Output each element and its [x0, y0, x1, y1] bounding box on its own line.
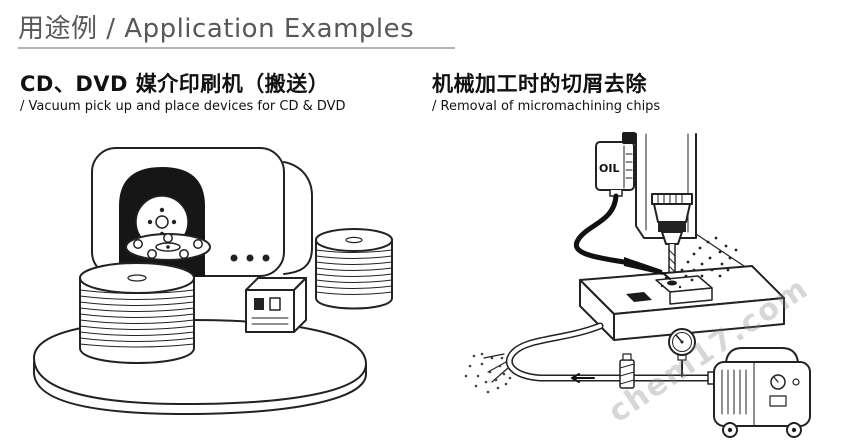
- cd-stack-left: [79, 262, 195, 364]
- section-subtitle-chip-removal: / Removal of micromachining chips: [432, 99, 661, 114]
- arch-opening: [119, 167, 205, 277]
- coolant-nozzle: [624, 257, 671, 280]
- held-disc: [135, 195, 189, 249]
- cd-dvd-machine-illustration: [20, 132, 420, 432]
- base-platform: [33, 319, 367, 415]
- oil-bottle: OIL: [595, 132, 636, 197]
- coolant-hose: [573, 193, 627, 265]
- section-subtitle-cd-dvd: / Vacuum pick up and place devices for C…: [20, 99, 346, 114]
- section-title-cd-dvd: CD、DVD 媒介印刷机（搬送）: [20, 72, 330, 96]
- workpiece: [655, 275, 713, 305]
- indicator-dots: [230, 254, 270, 262]
- section-title-chip-removal: 机械加工时的切屑去除: [432, 72, 647, 96]
- watermark-text: chem17.com: [602, 270, 816, 431]
- machine-housing: [91, 147, 313, 277]
- header-divider-line: [18, 47, 455, 49]
- chip-spray: [660, 236, 738, 289]
- exhaust-dust: [464, 352, 512, 394]
- cd-stack-right: [315, 228, 393, 310]
- flow-arrow-icon: [571, 373, 595, 383]
- ejector-box: [245, 277, 307, 333]
- pin-platter: [125, 233, 211, 261]
- machine-column: [635, 133, 745, 267]
- drill-bit: [668, 243, 676, 283]
- page-title: 用途例 / Application Examples: [18, 14, 415, 44]
- drill-chuck: [651, 193, 693, 245]
- oil-label: OIL: [599, 162, 619, 175]
